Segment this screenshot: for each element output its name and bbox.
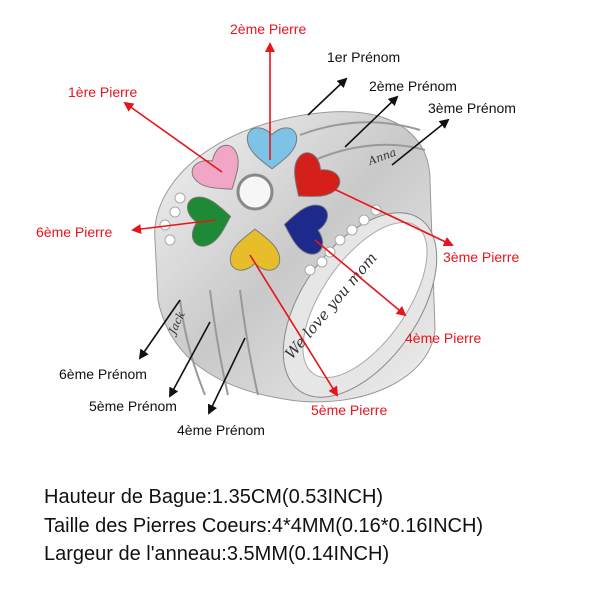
- arrow-stone-1: [123, 101, 223, 173]
- heart-stone-2: [246, 127, 298, 170]
- label-stone-6: 6ème Pierre: [36, 224, 112, 240]
- arrow-stone-5: [249, 254, 339, 397]
- spec-ring-height: Hauteur de Bague:1.35CM(0.53INCH): [44, 486, 384, 508]
- specifications: Hauteur de Bague:1.35CM(0.53INCH) Taille…: [44, 483, 483, 569]
- label-stone-1: 1ère Pierre: [68, 84, 137, 100]
- label-name-2: 2ème Prénom: [369, 78, 457, 94]
- spec-band-width: Largeur de l'anneau:3.5MM(0.14INCH): [44, 543, 390, 565]
- label-name-1: 1er Prénom: [327, 49, 400, 65]
- label-stone-2: 2ème Pierre: [230, 21, 306, 37]
- label-name-3: 3ème Prénom: [428, 100, 516, 116]
- label-name-4: 4ème Prénom: [177, 422, 265, 438]
- arrow-name-2: [344, 95, 399, 148]
- arrow-stone-4: [314, 239, 407, 317]
- arrow-name-5: [169, 321, 211, 398]
- center-diamond: [236, 173, 274, 211]
- arrow-name-3: [391, 118, 450, 166]
- label-stone-4: 4ème Pierre: [405, 330, 481, 346]
- arrow-name-4: [207, 337, 246, 415]
- label-name-5: 5ème Prénom: [89, 398, 177, 414]
- arrow-stone-3: [314, 179, 454, 247]
- label-stone-5: 5ème Pierre: [311, 402, 387, 418]
- arrow-stone-6: [131, 219, 216, 234]
- spec-stone-size: Taille des Pierres Coeurs:4*4MM(0.16*0.1…: [44, 514, 484, 537]
- arrow-name-6: [138, 299, 181, 360]
- label-stone-3: 3ème Pierre: [443, 249, 519, 265]
- label-name-6: 6ème Prénom: [59, 366, 147, 382]
- arrow-name-1: [307, 77, 348, 116]
